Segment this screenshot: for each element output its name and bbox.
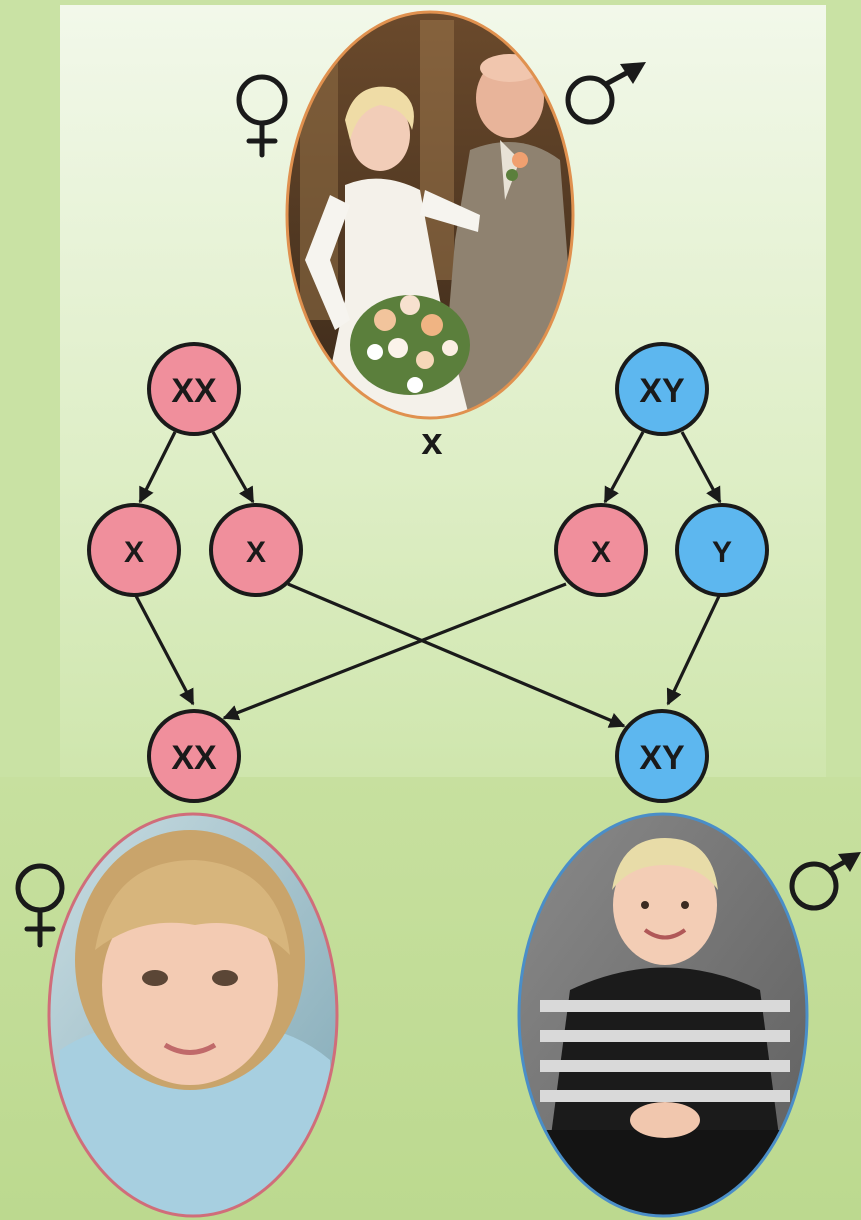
arrow-gamete-mx2-to-son <box>287 582 626 728</box>
son-node: XY <box>615 709 709 803</box>
mother-node: XX <box>147 342 241 436</box>
father-genotype-label: XY <box>639 372 685 410</box>
gamete-mother-2-label: X <box>246 536 266 569</box>
mars-icon <box>565 62 646 125</box>
arrow-gamete-mx1-to-daughter <box>133 593 195 706</box>
daughter-node: XX <box>147 709 241 803</box>
arrow-father-to-gamete-1 <box>603 431 645 504</box>
mars-icon <box>789 852 861 911</box>
gamete-mother-1-label: X <box>124 536 144 569</box>
gamete-father-2: Y <box>675 503 769 597</box>
gamete-mother-2: X <box>209 503 303 597</box>
arrow-father-to-gamete-2 <box>680 431 722 504</box>
gamete-father-2-label: Y <box>712 536 732 569</box>
father-node: XY <box>615 342 709 436</box>
girl-portrait-photo <box>47 812 339 1218</box>
cross-symbol: x <box>421 421 442 463</box>
daughter-genotype-label: XX <box>171 739 217 777</box>
mother-genotype-label: XX <box>171 372 217 410</box>
inheritance-arrows <box>133 431 722 728</box>
wedding-couple-photo <box>285 10 575 420</box>
gamete-father-1-label: X <box>591 536 611 569</box>
arrow-gamete-fy-to-son <box>666 593 722 706</box>
venus-icon <box>236 74 288 158</box>
son-genotype-label: XY <box>639 739 685 777</box>
venus-icon <box>15 863 65 948</box>
arrow-mother-to-gamete-1 <box>138 431 177 504</box>
arrow-gamete-fx-to-daughter <box>222 582 567 721</box>
gamete-father-1: X <box>554 503 648 597</box>
boy-portrait-photo <box>517 812 809 1218</box>
arrow-mother-to-gamete-2 <box>211 431 255 504</box>
gamete-mother-1: X <box>87 503 181 597</box>
